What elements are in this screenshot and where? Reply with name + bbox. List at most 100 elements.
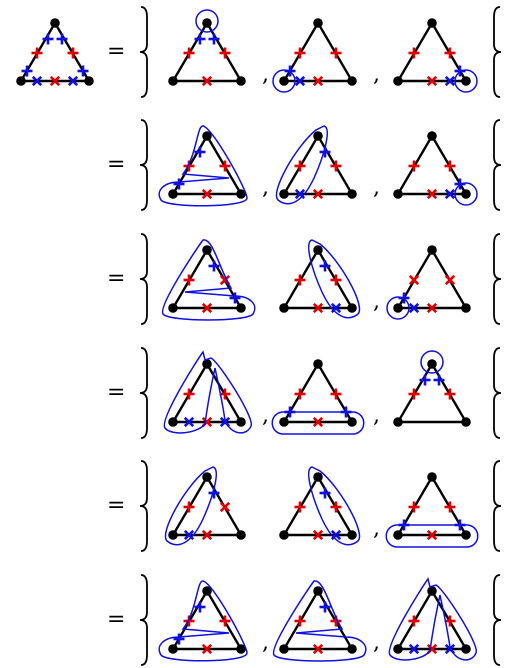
left-brace [139, 6, 148, 98]
vertex-dot [313, 472, 323, 482]
red-cross-marker [408, 274, 420, 286]
red-cross-marker [312, 188, 324, 200]
triangle-edges [281, 133, 355, 196]
vertex-dot [236, 189, 246, 199]
triangle-edges [281, 474, 355, 537]
blue-plus-marker [194, 33, 206, 45]
red-plus-marker [444, 388, 456, 400]
blue-plus-marker [419, 374, 431, 386]
red-plus-marker [444, 47, 456, 59]
triangle-row-4-3 [393, 350, 471, 427]
equals-sign: = [107, 152, 125, 177]
red-plus-marker [408, 501, 420, 513]
comma-separator: , [373, 175, 380, 200]
vertex-dot [347, 644, 357, 654]
vertex-dot [461, 644, 471, 654]
vertex-dot [168, 644, 178, 654]
red-cross-marker [312, 302, 324, 314]
triangle-edges [281, 20, 355, 83]
vertex-dot [202, 359, 212, 369]
right-brace [493, 460, 502, 552]
equals-sign: = [107, 39, 125, 64]
red-plus-marker [294, 388, 306, 400]
comma-separator: , [262, 630, 269, 655]
red-cross-marker [201, 643, 213, 655]
vertex-dot [427, 472, 437, 482]
vertex-dot [168, 76, 178, 86]
triangle-edges [281, 588, 355, 651]
triangle-row-6-3 [388, 577, 477, 661]
left-brace [139, 233, 148, 325]
blue-cross-marker [67, 75, 79, 87]
blue-plus-marker [194, 146, 206, 158]
red-plus-marker [294, 160, 306, 172]
vertex-dot [347, 417, 357, 427]
red-plus-marker [330, 160, 342, 172]
vertex-dot [168, 417, 178, 427]
loop-right [454, 69, 478, 93]
loop-left [272, 69, 296, 93]
blue-plus-marker [433, 374, 445, 386]
red-cross-marker [312, 416, 324, 428]
vertex-dot [347, 530, 357, 540]
blue-cross-marker [408, 643, 420, 655]
vertex-dot [393, 76, 403, 86]
vertex-dot [202, 18, 212, 28]
comma-separator: , [262, 62, 269, 87]
loop-left [386, 296, 410, 320]
triangle-row-3-2 [279, 239, 361, 319]
red-cross-marker [426, 75, 438, 87]
red-plus-marker [330, 47, 342, 59]
vertex-dot [393, 189, 403, 199]
vertex-dot [313, 18, 323, 28]
vertex-dot [50, 18, 60, 28]
vertex-dot [461, 303, 471, 313]
red-cross-marker [312, 643, 324, 655]
red-cross-marker [312, 529, 324, 541]
blue-plus-marker [319, 487, 331, 499]
left-brace [139, 574, 148, 666]
equals-sign: = [107, 266, 125, 291]
red-cross-marker [201, 302, 213, 314]
comma-separator: , [373, 403, 380, 428]
vertex-dot [313, 245, 323, 255]
blue-plus-marker [208, 33, 220, 45]
equals-sign: = [107, 607, 125, 632]
blue-plus-marker [21, 65, 33, 77]
red-cross-marker [201, 529, 213, 541]
vertex-dot [347, 76, 357, 86]
red-plus-marker [330, 274, 342, 286]
vertex-dot [393, 417, 403, 427]
triangle-row-6-2 [272, 580, 367, 662]
vertex-dot [347, 303, 357, 313]
triangle-row-6-1 [158, 580, 248, 662]
red-cross-marker [201, 75, 213, 87]
red-plus-marker [408, 160, 420, 172]
red-cross-marker [201, 188, 213, 200]
vertex-dot [236, 417, 246, 427]
vertex-dot [393, 644, 403, 654]
vertex-dot [461, 189, 471, 199]
loop-bottom [271, 411, 365, 435]
red-plus-marker [294, 615, 306, 627]
triangle-row-1-2 [272, 18, 357, 93]
red-plus-marker [67, 47, 79, 59]
vertex-dot [461, 76, 471, 86]
left-brace [139, 460, 148, 552]
equals-sign: = [107, 380, 125, 405]
loop-leftedge-lean [164, 466, 217, 546]
loop-right [454, 182, 478, 206]
vertex-dot [279, 417, 289, 427]
red-cross-marker [426, 188, 438, 200]
red-plus-marker [444, 615, 456, 627]
red-cross-marker [219, 501, 231, 513]
triangle-edges [395, 133, 469, 196]
red-plus-marker [183, 501, 195, 513]
blue-plus-marker [173, 633, 185, 645]
red-plus-marker [219, 160, 231, 172]
loop-leftedge-lean [275, 125, 328, 205]
blue-plus-marker [42, 33, 54, 45]
red-plus-marker [31, 47, 43, 59]
comma-separator: , [373, 289, 380, 314]
vertex-dot [16, 76, 26, 86]
